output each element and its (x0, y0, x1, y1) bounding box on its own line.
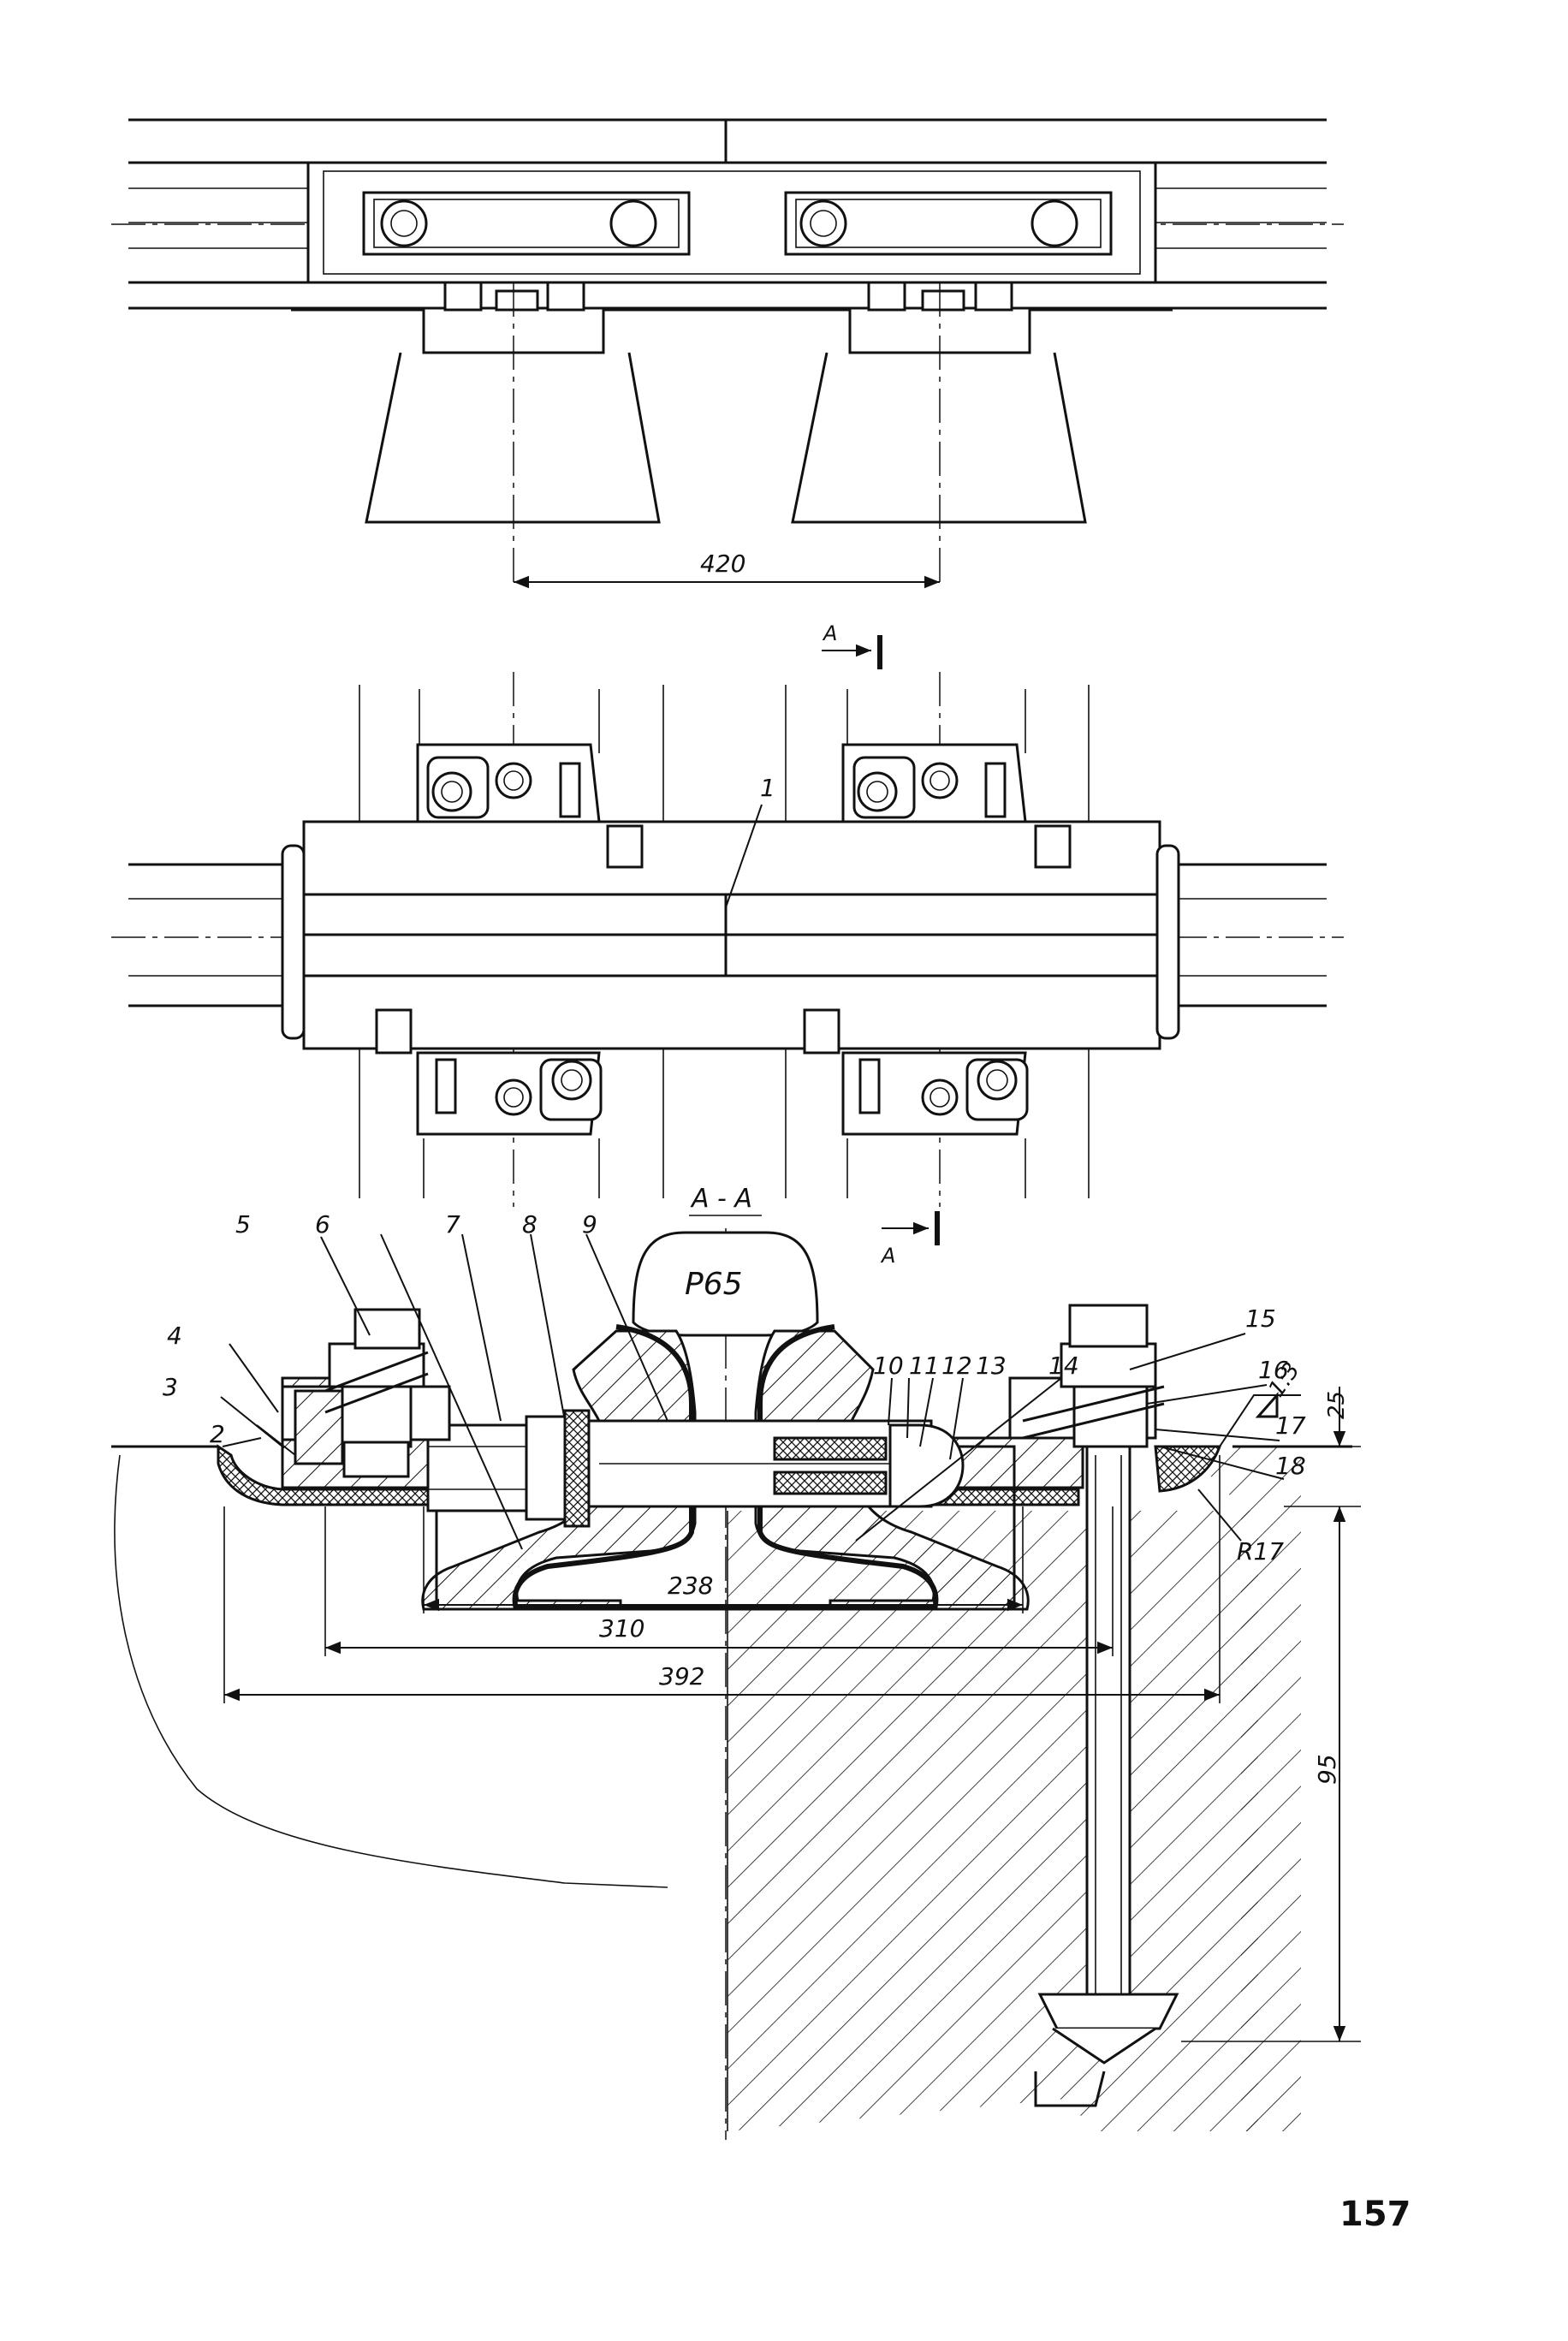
plan-view: A (111, 621, 1344, 1268)
dimension-95-label: 95 (1313, 1754, 1341, 1785)
section-title: A - A (690, 1184, 752, 1214)
joint-bar-side (291, 161, 1173, 312)
callout-6: 6 (315, 1210, 330, 1239)
callout-labels: 2 3 4 5 6 7 8 9 10 11 12 13 14 15 16 17 … (163, 1210, 1306, 1480)
joint-bolt (426, 1409, 965, 1528)
rail-head (632, 1231, 819, 1337)
joint-bars-plan (281, 820, 1180, 1050)
fastening-plan-bottom (375, 1008, 1029, 1136)
callout-leaders (220, 1233, 1285, 1550)
callout-15: 15 (1245, 1304, 1276, 1333)
callout-9: 9 (582, 1210, 597, 1239)
side-view: 420 (111, 118, 1344, 589)
callout-16: 16 (1258, 1356, 1289, 1384)
callout-2: 2 (210, 1420, 225, 1448)
dimension-25-label: 25 (1324, 1391, 1350, 1419)
dimension-392-label: 392 (659, 1662, 704, 1690)
callout-11: 11 (909, 1352, 940, 1380)
callout-4: 4 (167, 1322, 182, 1350)
callout-13: 13 (976, 1352, 1007, 1380)
callout-1-label: 1 (760, 774, 775, 802)
fastening-plan-top (416, 743, 1072, 869)
callout-5: 5 (235, 1210, 251, 1239)
callout-12: 12 (941, 1352, 972, 1380)
callout-1: 1 (725, 774, 775, 908)
section-marker-top: A (822, 621, 882, 669)
dimension-238: 238 (423, 1506, 1024, 1613)
callout-7: 7 (445, 1210, 460, 1239)
dimension-392: 392 (223, 1455, 1221, 1703)
callout-3: 3 (163, 1373, 178, 1401)
radius-note: R17 (1197, 1488, 1284, 1566)
section-marker-top-label: A (822, 621, 837, 645)
callout-10: 10 (873, 1352, 904, 1380)
dimension-310-label: 310 (599, 1614, 644, 1643)
baseplate-side-left (365, 281, 661, 582)
callout-8: 8 (522, 1210, 538, 1239)
dimension-420: 420 (514, 550, 940, 589)
radius-label: R17 (1237, 1537, 1284, 1566)
fastening-right (1008, 1304, 1179, 2065)
dimension-420-label: 420 (700, 550, 745, 578)
callout-17: 17 (1275, 1411, 1306, 1440)
section-marker-bottom-label: A (880, 1244, 895, 1268)
dimension-310: 310 (324, 1506, 1114, 1656)
callout-18: 18 (1275, 1452, 1306, 1480)
baseplate-side-right (791, 281, 1087, 582)
section-marker-bottom: A (880, 1211, 940, 1268)
rail-type-label: Р65 (685, 1267, 743, 1302)
callout-14: 14 (1048, 1352, 1079, 1380)
dimension-95: 95 (1181, 1506, 1361, 2042)
section-view: A - A Р65 (111, 1184, 1361, 2140)
dimension-238-label: 238 (668, 1572, 713, 1600)
page-number: 157 (1339, 2195, 1411, 2234)
